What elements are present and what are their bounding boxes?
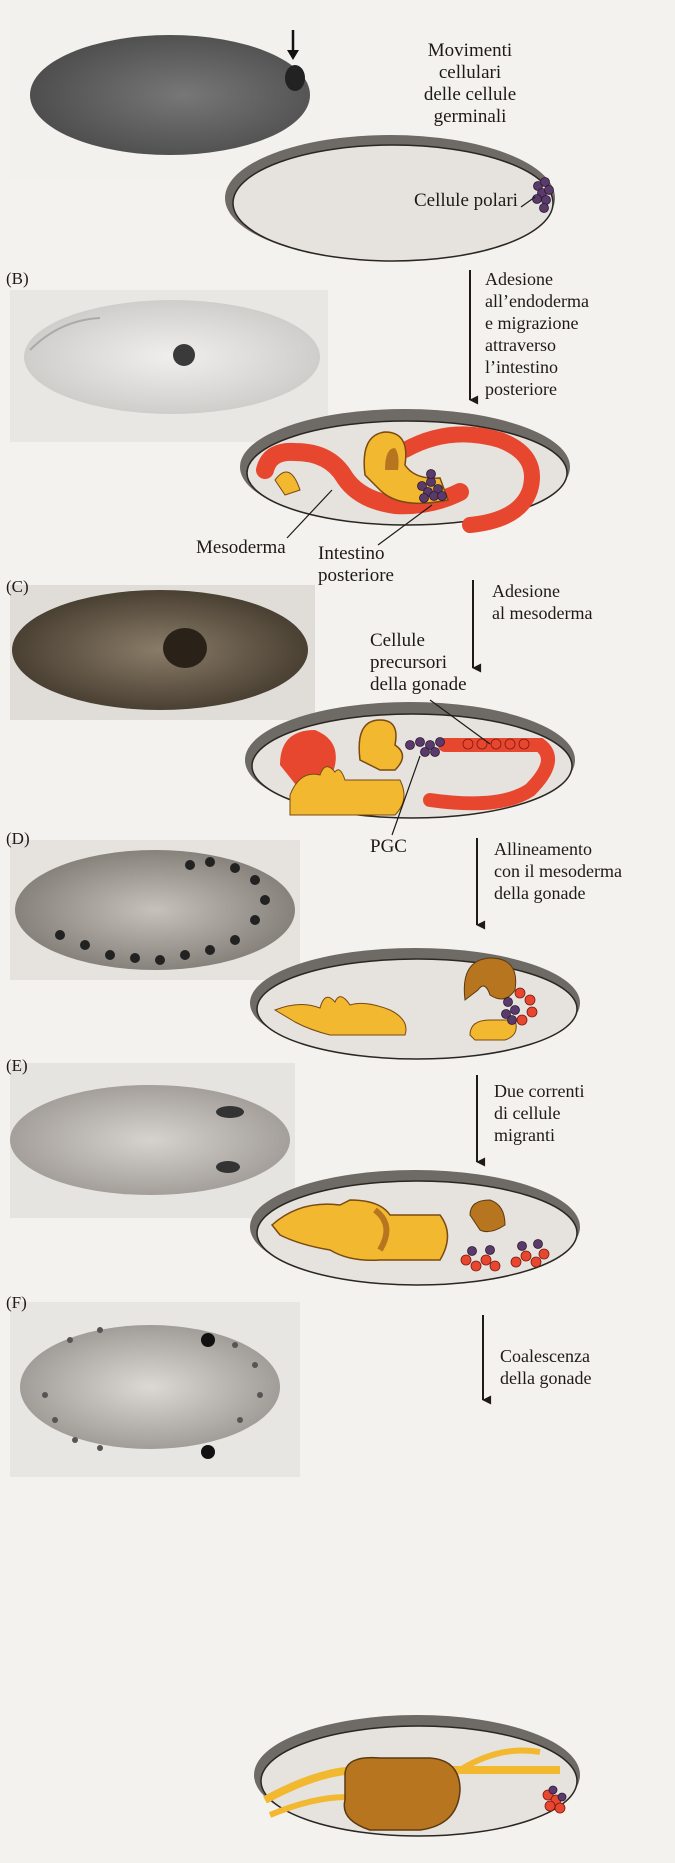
label-intestino-posteriore: Intestino posteriore	[318, 543, 394, 587]
title-line-3: delle cellule	[405, 84, 535, 106]
panel-label-d: (D)	[6, 828, 30, 850]
label-cellule-precursori: Cellule precursori della gonade	[370, 630, 467, 696]
title-line-2: cellulari	[405, 62, 535, 84]
label-cellule-polari: Cellule polari	[414, 190, 518, 212]
panel-label-c: (C)	[6, 576, 29, 598]
micrograph-e	[10, 1063, 295, 1218]
embryo-drawing-d	[250, 948, 580, 1059]
label-pgc: PGC	[370, 836, 407, 858]
micrograph-b	[10, 290, 328, 442]
step-4-text: Due correnti di cellule migranti	[494, 1080, 584, 1146]
embryo-drawing-b	[240, 409, 570, 545]
micrograph-d	[10, 840, 300, 980]
step-1-text: Adesione all’endoderma e migrazione attr…	[485, 268, 589, 400]
micrograph-f	[10, 1302, 300, 1477]
micrograph-a	[10, 0, 320, 180]
panel-label-f: (F)	[6, 1292, 27, 1314]
step-2-text: Adesione al mesoderma	[492, 580, 592, 624]
title-line-1: Movimenti	[405, 40, 535, 62]
label-mesoderma: Mesoderma	[196, 537, 286, 559]
micrograph-c	[10, 585, 315, 720]
panel-label-b: (B)	[6, 268, 29, 290]
step-5-text: Coalescenza della gonade	[500, 1345, 591, 1389]
step-3-text: Allineamento con il mesoderma della gona…	[494, 838, 622, 904]
embryo-drawing-f	[254, 1715, 580, 1836]
title-line-4: germinali	[405, 106, 535, 128]
title-text: Movimenti cellulari delle cellule germin…	[405, 40, 535, 128]
embryo-drawing-e	[250, 1170, 580, 1285]
embryo-drawing-c	[245, 700, 575, 835]
panel-label-e: (E)	[6, 1055, 28, 1077]
